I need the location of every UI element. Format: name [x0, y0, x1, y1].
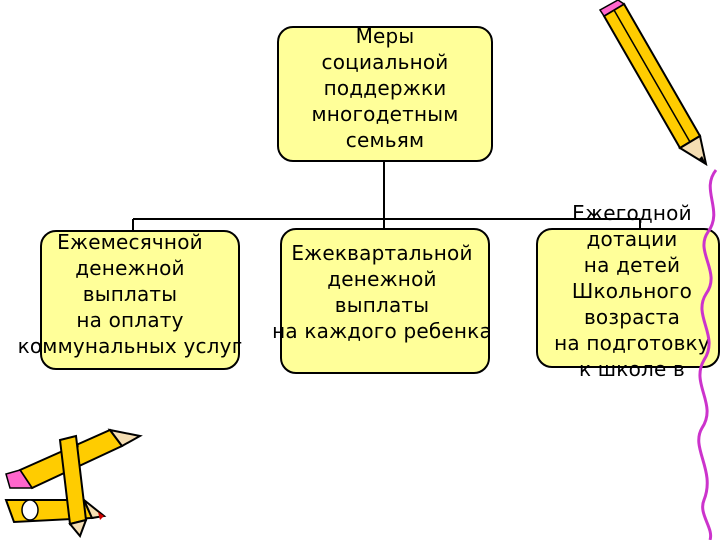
child-node-text-1: Ежемесячной денежной выплаты на оплату к…	[17, 230, 243, 358]
root-node-box	[277, 26, 493, 162]
child-node-text-2: Ежеквартальной денежной выплаты на каждо…	[272, 241, 492, 343]
root-node-text: Меры социальной поддержки многодетным се…	[311, 24, 459, 152]
child-node-text-3: Ежегодной дотации на детей Школьного воз…	[554, 201, 710, 381]
child-node-box-1	[40, 230, 240, 370]
curly-ribbon	[697, 169, 718, 540]
child-node-box-3	[536, 228, 720, 368]
child-node-box-2	[280, 228, 490, 374]
